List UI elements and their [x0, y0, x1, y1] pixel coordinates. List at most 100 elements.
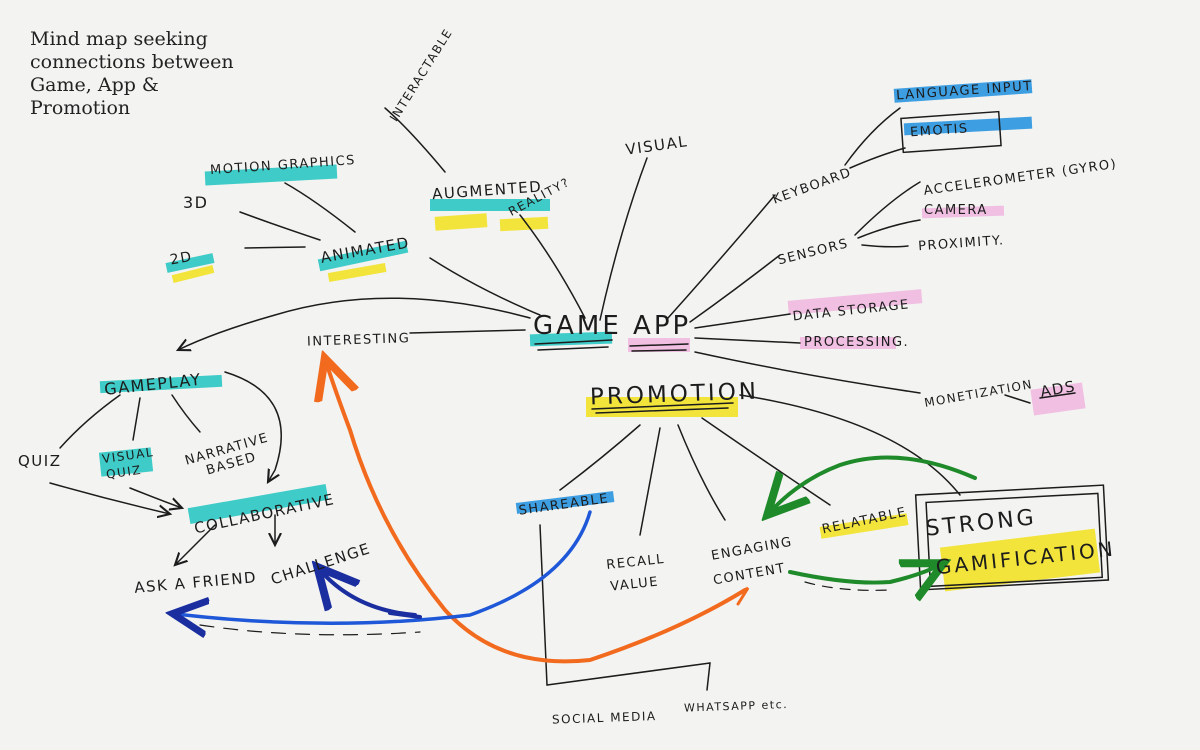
highlight-gameplay [99, 374, 223, 394]
orange-arrow [326, 362, 747, 664]
node-recall-2: VALUE [610, 575, 660, 595]
node-ask-a-friend: ASK A FRIEND [134, 568, 258, 597]
dash-under-blue [199, 624, 421, 636]
underline-ads [1039, 392, 1076, 399]
node-game: GAME APP [533, 311, 691, 341]
line-gameplay-collab [224, 371, 282, 482]
highlight-processing [800, 337, 896, 349]
underline-game [534, 339, 613, 351]
node-visual: VISUAL [624, 132, 689, 159]
node-gameplay: GAMEPLAY [103, 370, 202, 399]
highlight-motion-graphics [204, 164, 338, 186]
node-keyboard: KEYBOARD [771, 165, 854, 208]
highlight-2d-yellow [171, 265, 215, 283]
line-sensors-accel [854, 181, 921, 236]
line-quiz-collab [49, 482, 170, 514]
line-center-storage [694, 313, 791, 329]
blue-arrow-shareable [176, 510, 592, 623]
node-language-input: LANGUAGE INPUT [896, 79, 1033, 103]
line-center-animated [429, 257, 541, 316]
line-animated-motion [284, 182, 356, 233]
caption-line-3: Game, App & [30, 74, 159, 96]
highlight-augmented-yellow-1 [434, 213, 488, 231]
highlight-language-input [893, 79, 1033, 103]
line-promo-engaging [677, 424, 726, 521]
highlight-visual-quiz [98, 447, 154, 477]
line-keyboard-language [844, 107, 901, 166]
node-shareable: SHAREABLE [518, 491, 610, 519]
caption: Mind map seeking connections between Gam… [30, 28, 234, 120]
node-ads: ADS [1039, 377, 1077, 401]
line-sensors-proximity [861, 244, 909, 248]
line-center-augmented [519, 214, 586, 319]
highlight-augmented-cyan [430, 199, 550, 211]
node-visual-quiz-2: QUIZ [105, 463, 143, 482]
green-arrow-top [770, 455, 977, 512]
highlight-camera [921, 205, 1005, 219]
caption-line-2: connections between [30, 51, 234, 73]
caption-line-1: Mind map seeking [30, 28, 208, 50]
box-strong-gamification [914, 484, 1110, 591]
caption-line-4: Promotion [30, 97, 131, 119]
highlight-relatable [819, 513, 909, 539]
node-proximity: PROXIMITY. [918, 233, 1005, 254]
ink-connectors [49, 107, 1110, 691]
line-animated-3d [239, 211, 321, 241]
line-gameplay-narrative [171, 394, 201, 433]
line-center-sensors [689, 254, 781, 323]
node-engaging-2: CONTENT [712, 561, 787, 589]
dash-under-green [804, 581, 891, 591]
highlight-gamification [939, 528, 1101, 592]
node-accelerometer: ACCELEROMETER (GYRO) [923, 157, 1118, 199]
line-center-gameplay [178, 297, 531, 350]
orange-arrowhead-bottom [730, 586, 750, 606]
node-interesting: INTERESTING [307, 331, 411, 350]
box-emotis [900, 110, 1002, 154]
node-social-media: SOCIAL MEDIA [552, 709, 657, 727]
green-arrow-bottom [788, 565, 940, 583]
node-emotis: EMOTIS [910, 121, 970, 140]
line-gameplay-visual-quiz [132, 397, 141, 441]
line-center-monetization [694, 351, 921, 394]
node-strong: STRONG [924, 505, 1038, 542]
underline-app [629, 343, 689, 352]
highlight-animated-yellow [327, 263, 387, 282]
node-3d: 3D [183, 193, 209, 212]
highlight-augmented-yellow-2 [499, 216, 549, 232]
line-augmented-interactable [384, 107, 446, 173]
line-sensors-camera [857, 219, 921, 239]
labels: GAME APP PROMOTION INTERESTING GAMEPLAY … [18, 26, 1118, 727]
highlights [98, 79, 1101, 592]
line-promo-recall [639, 427, 661, 536]
node-camera: CAMERA [924, 203, 988, 218]
highlight-data-storage [787, 289, 923, 315]
line-keyboard-emotis [849, 147, 906, 169]
line-visualquiz-collab [129, 487, 182, 508]
line-promo-gamification [739, 394, 961, 496]
node-sensors: SENSORS [776, 236, 850, 268]
line-center-visual [599, 157, 648, 321]
node-promotion: PROMOTION [590, 379, 760, 411]
box-strong-gamification-inner [925, 492, 1104, 588]
node-whatsapp: WHATSAPP etc. [684, 698, 789, 715]
navy-arrow-challenge [320, 570, 417, 617]
node-processing: PROCESSING. [804, 335, 909, 350]
line-gameplay-quiz [59, 394, 121, 449]
node-challenge: CHALLENGE [268, 539, 373, 588]
highlight-ads [1030, 382, 1086, 416]
line-collab-ask [175, 524, 216, 565]
node-relatable: RELATABLE [821, 505, 909, 538]
highlight-2d-cyan [165, 253, 215, 273]
node-interactable: INTERACTABLE [387, 26, 455, 124]
highlight-shareable [515, 491, 615, 514]
line-promo-relatable [701, 417, 831, 506]
navy-arrow-challenge-tail [388, 611, 422, 619]
bracket-social-media [539, 524, 711, 691]
colored-arrows [176, 362, 977, 664]
line-promo-shareable [559, 424, 641, 491]
line-center-interesting [409, 329, 526, 334]
node-monetization: MONETIZATION [923, 377, 1034, 410]
node-engaging-1: ENGAGING [710, 535, 794, 564]
highlight-animated-cyan [317, 240, 409, 272]
line-center-processing [694, 337, 801, 344]
